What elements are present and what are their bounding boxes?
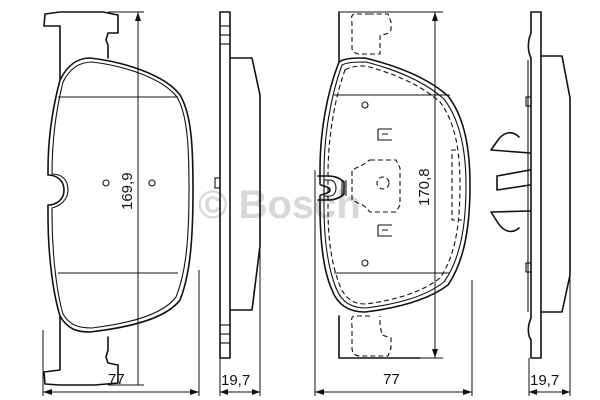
hole-icon xyxy=(148,179,156,187)
hole-icon xyxy=(361,259,369,267)
hole-icon xyxy=(361,101,369,109)
hole-icon xyxy=(102,179,110,187)
height-label-1: 169,9 xyxy=(119,172,136,210)
side-view-1: 19,7 xyxy=(214,11,261,396)
front-view-2: 170,8 77 xyxy=(314,11,473,396)
width-label-2: 77 xyxy=(383,371,400,388)
front-view-1: 169,9 77 xyxy=(42,11,200,396)
center-hole-icon xyxy=(376,176,390,190)
thickness-label-1: 19,7 xyxy=(221,372,250,389)
thickness-label-2: 19,7 xyxy=(530,372,559,389)
watermark: © Bosch xyxy=(198,183,361,227)
height-label-2: 170,8 xyxy=(416,168,433,206)
side-view-2: 19,7 xyxy=(490,11,571,396)
width-label-1: 77 xyxy=(108,371,125,388)
